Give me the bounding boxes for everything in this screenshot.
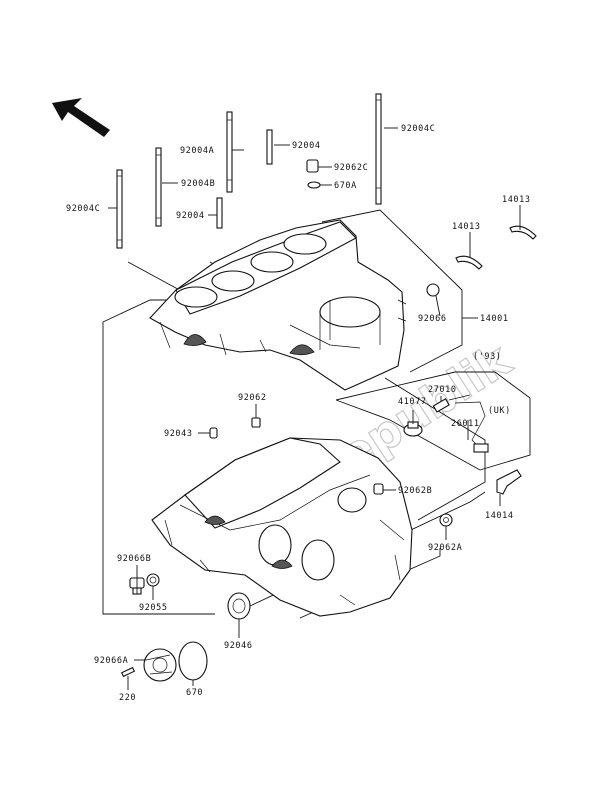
leader-lines xyxy=(108,127,521,690)
gasket-92055 xyxy=(146,573,160,587)
bolt-220 xyxy=(120,666,136,678)
dowel-92043 xyxy=(209,427,218,439)
label-92062: 92062 xyxy=(238,393,267,403)
stud-92004-mid xyxy=(216,197,223,229)
label-92004C-top: 92004C xyxy=(401,124,435,134)
label-26011: 26011 xyxy=(451,419,480,429)
stud-92004C-right xyxy=(375,93,382,205)
label-92004C-left: 92004C xyxy=(66,204,100,214)
label-UK: (UK) xyxy=(488,406,511,416)
upper-crankcase-14001 xyxy=(149,219,440,391)
label-92066: 92066 xyxy=(418,314,447,324)
label-92062C: 92062C xyxy=(334,163,368,173)
seal-92046 xyxy=(227,592,251,620)
label-670: 670 xyxy=(186,688,203,698)
label-92004: 92004 xyxy=(292,141,321,151)
label-27010: 27010 xyxy=(428,385,457,395)
sensor-27010 xyxy=(432,394,471,413)
label-220: 220 xyxy=(119,693,136,703)
label-92055: 92055 xyxy=(139,603,168,613)
label-92066B: 92066B xyxy=(117,554,151,564)
harness-26011 xyxy=(454,401,489,453)
label-14013-a: 14013 xyxy=(452,222,481,232)
plug-92062B xyxy=(373,483,384,495)
label-41077: 41077 xyxy=(398,397,427,407)
label-92046: 92046 xyxy=(224,641,253,651)
label-92043: 92043 xyxy=(164,429,193,439)
front-direction-arrow-icon xyxy=(52,98,110,137)
plate-14013-b xyxy=(509,225,537,240)
stud-92004C-left xyxy=(116,169,123,249)
dowel-92062C xyxy=(306,159,319,173)
lower-crankcase xyxy=(151,437,413,617)
label-14001: 14001 xyxy=(480,314,509,324)
stud-92004 xyxy=(266,129,273,165)
o-ring-670 xyxy=(178,641,208,681)
label-92004-mid: 92004 xyxy=(176,211,205,221)
label-92066A: 92066A xyxy=(94,656,128,666)
stud-92004B xyxy=(155,147,162,227)
plate-14013-a xyxy=(455,255,483,270)
plug-92062A xyxy=(439,513,453,527)
switch-41077 xyxy=(403,421,423,437)
stud-92004A xyxy=(226,111,233,193)
cap-92066A xyxy=(143,648,177,682)
label-670A: 670A xyxy=(334,181,357,191)
callout-labels: 92004C 92004 92004A 92062C 670A 92004B 9… xyxy=(66,124,531,703)
bracket-14014 xyxy=(496,469,522,495)
o-ring-670A xyxy=(307,181,321,189)
label-93: ('93) xyxy=(473,352,502,362)
label-92004A: 92004A xyxy=(180,146,214,156)
label-14014: 14014 xyxy=(485,511,514,521)
bolt-92062 xyxy=(251,417,261,428)
label-92004B: 92004B xyxy=(181,179,215,189)
label-92062B: 92062B xyxy=(398,486,432,496)
label-14013-b: 14013 xyxy=(502,195,531,205)
label-92062A: 92062A xyxy=(428,543,462,553)
